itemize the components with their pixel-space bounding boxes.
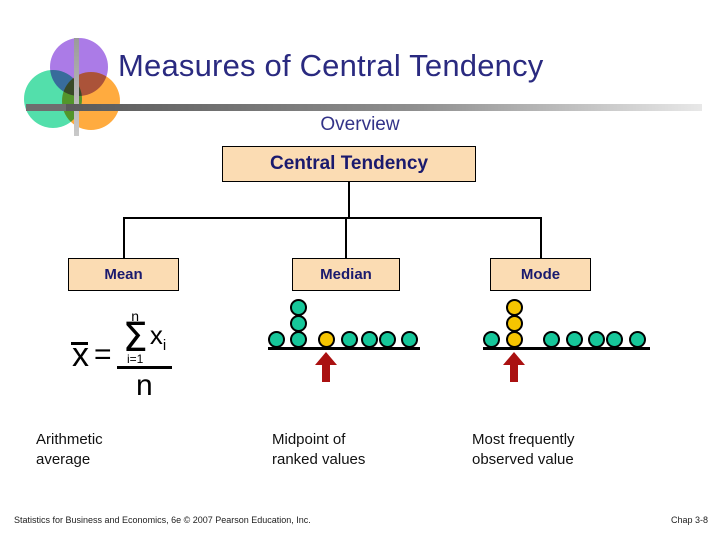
dot bbox=[606, 331, 623, 348]
node-box-median: Median bbox=[292, 258, 400, 291]
caption-mean: Arithmetic average bbox=[36, 430, 206, 471]
brand-logo bbox=[12, 32, 122, 140]
node-box-mode: Mode bbox=[490, 258, 591, 291]
mean-formula: x = n Σ i=1 xi n bbox=[70, 300, 220, 410]
dot bbox=[290, 315, 307, 332]
slide-title: Measures of Central Tendency bbox=[118, 48, 544, 83]
footer-page-number: Chap 3-8 bbox=[670, 515, 708, 525]
sigma-icon: Σ bbox=[122, 314, 148, 361]
dot-highlight-median bbox=[318, 331, 335, 348]
formula-xbar-symbol: x bbox=[71, 336, 89, 374]
caption-median: Midpoint of ranked values bbox=[272, 430, 452, 471]
dot bbox=[290, 299, 307, 316]
caption-mean-line2: average bbox=[36, 451, 91, 469]
formula-numerator: n Σ i=1 xi bbox=[117, 309, 173, 365]
dot bbox=[379, 331, 396, 348]
caption-mean-line1: Arithmetic bbox=[36, 431, 103, 448]
dot-highlight-mode bbox=[506, 315, 523, 332]
formula-fraction-bar bbox=[116, 365, 173, 369]
dot-highlight-mode bbox=[506, 299, 523, 316]
dot bbox=[483, 331, 500, 348]
dotplot-median bbox=[268, 299, 428, 382]
dotplot-mode bbox=[483, 299, 658, 382]
dot bbox=[268, 331, 285, 348]
connector-horizontal-bar bbox=[123, 217, 541, 219]
dot bbox=[361, 331, 378, 348]
dot bbox=[290, 331, 307, 348]
formula-denominator: n bbox=[136, 368, 153, 402]
formula-summation: n Σ i=1 bbox=[123, 309, 148, 365]
caption-mode: Most frequently observed value bbox=[472, 430, 662, 471]
connector-root-stem bbox=[348, 182, 350, 218]
connector-mode-drop bbox=[540, 217, 542, 259]
dot bbox=[566, 331, 583, 348]
formula-term: xi bbox=[149, 320, 167, 355]
caption-median-line2: ranked values bbox=[272, 451, 366, 469]
arrow-head bbox=[503, 352, 525, 365]
node-box-central-tendency: Central Tendency bbox=[222, 146, 476, 182]
caption-mode-line2: observed value bbox=[472, 451, 574, 469]
dotplot-median-axis bbox=[268, 347, 420, 350]
title-divider-rule bbox=[66, 104, 702, 111]
formula-sigma-lower-limit: i=1 bbox=[126, 351, 144, 366]
formula-equals: = bbox=[94, 338, 112, 371]
logo-circle-orange-icon bbox=[62, 72, 120, 130]
caption-median-line1: Midpoint of bbox=[272, 431, 346, 448]
slide-subtitle: Overview bbox=[320, 114, 400, 135]
mode-pointer-arrow-icon bbox=[503, 352, 525, 382]
arrow-shaft bbox=[510, 363, 518, 382]
formula-term-subscript: i bbox=[162, 337, 167, 355]
dot bbox=[588, 331, 605, 348]
arrow-shaft bbox=[322, 363, 330, 382]
dotplot-mode-axis bbox=[483, 347, 650, 350]
connector-median-drop bbox=[345, 217, 347, 259]
dot bbox=[629, 331, 646, 348]
arrow-head bbox=[315, 352, 337, 365]
dot-highlight-mode bbox=[506, 331, 523, 348]
caption-mode-line1: Most frequently bbox=[472, 431, 575, 448]
logo-vertical-bar-icon bbox=[74, 38, 79, 136]
dot bbox=[543, 331, 560, 348]
dot bbox=[341, 331, 358, 348]
logo-horizontal-bar-icon bbox=[26, 104, 72, 111]
median-pointer-arrow-icon bbox=[315, 352, 337, 382]
footer-copyright: Statistics for Business and Economics, 6… bbox=[14, 515, 311, 525]
formula-overbar-icon bbox=[71, 342, 88, 345]
node-box-mean: Mean bbox=[68, 258, 179, 291]
connector-mean-drop bbox=[123, 217, 125, 259]
dot bbox=[401, 331, 418, 348]
formula-sigma-upper-limit: n bbox=[131, 307, 140, 324]
formula-fraction: n Σ i=1 xi n bbox=[116, 309, 173, 402]
